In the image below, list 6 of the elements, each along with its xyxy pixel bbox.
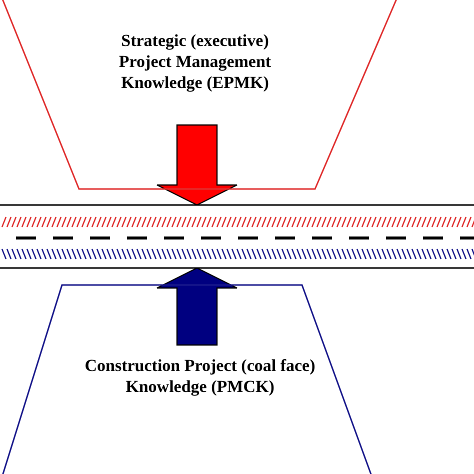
interface-band	[0, 205, 474, 268]
block-arrow	[156, 124, 238, 206]
block-arrow	[156, 267, 238, 346]
knowledge-label: Strategic (executive) Project Management Knowledge (EPMK)	[118, 30, 272, 93]
knowledge-label: Construction Project (coal face) Knowledge (PMCK)	[84, 355, 316, 397]
trapezoid-shape	[0, 0, 400, 190]
